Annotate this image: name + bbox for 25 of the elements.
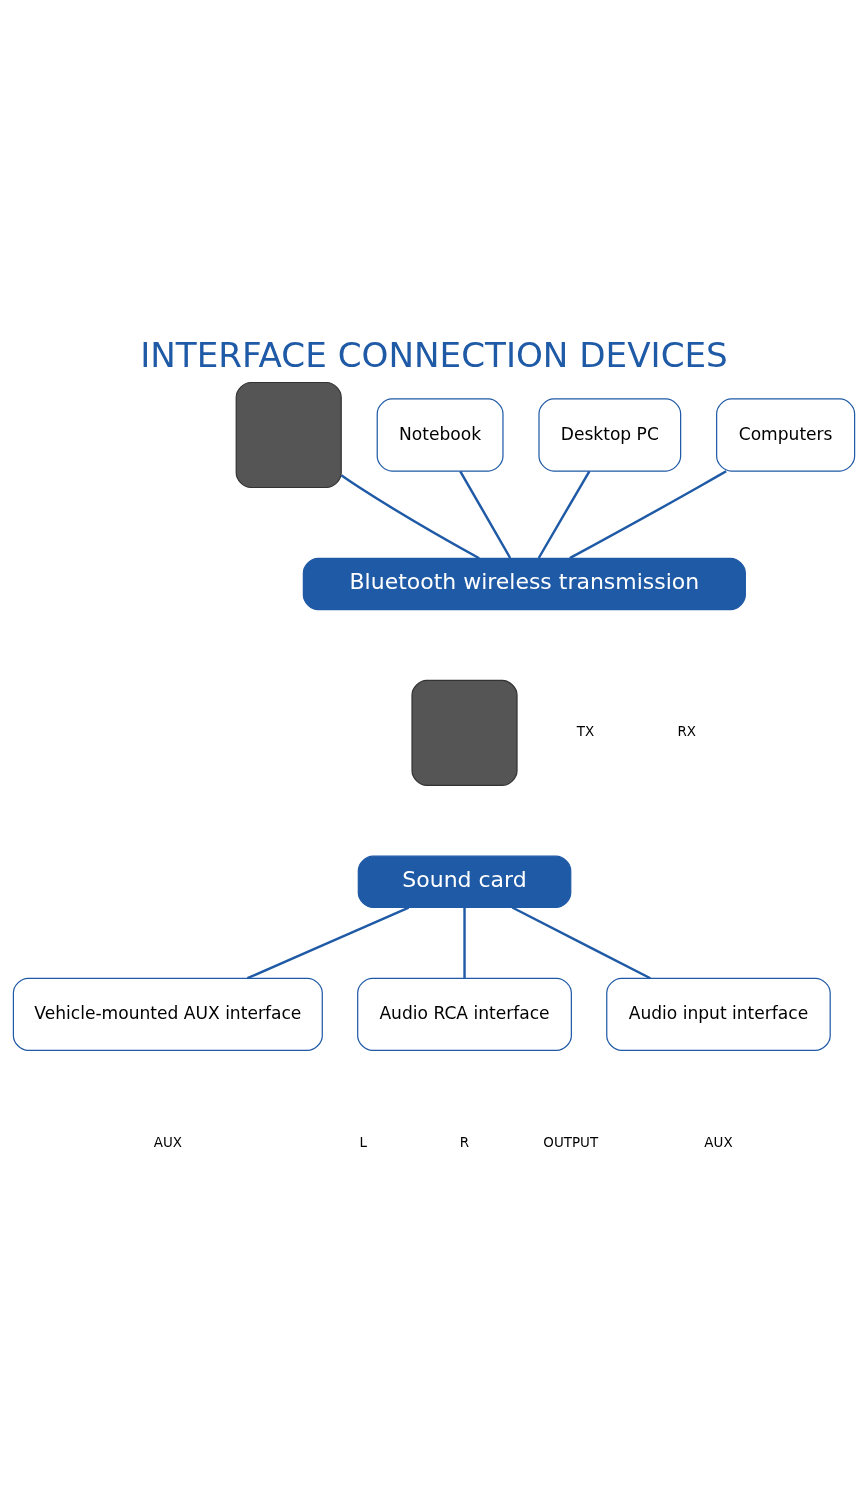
node-box: Bluetooth wireless transmission	[302, 557, 746, 611]
connector	[246, 906, 410, 980]
label: AUX	[704, 1134, 733, 1150]
node-box: Audio input interface	[606, 977, 831, 1051]
node-box: Computers	[716, 398, 856, 472]
label: L	[359, 1134, 367, 1150]
connector	[463, 907, 466, 978]
connector	[537, 470, 591, 559]
node-box: Notebook	[376, 398, 504, 472]
label: TX	[576, 724, 595, 740]
label: R	[459, 1134, 470, 1150]
label: AUX	[153, 1134, 182, 1150]
connector	[569, 470, 727, 560]
node-box	[411, 679, 518, 786]
label: OUTPUT	[543, 1134, 599, 1150]
node-box: Vehicle-mounted AUX interface	[12, 977, 323, 1051]
node-box	[235, 381, 342, 489]
label: RX	[677, 724, 696, 740]
connector	[511, 906, 651, 980]
node-box: Desktop PC	[538, 398, 682, 472]
connector	[459, 470, 512, 559]
connector	[340, 474, 480, 560]
node-box: Audio RCA interface	[357, 977, 572, 1051]
node-box: Sound card	[357, 855, 572, 909]
diagram-title: INTERFACE CONNECTION DEVICES	[140, 335, 728, 376]
